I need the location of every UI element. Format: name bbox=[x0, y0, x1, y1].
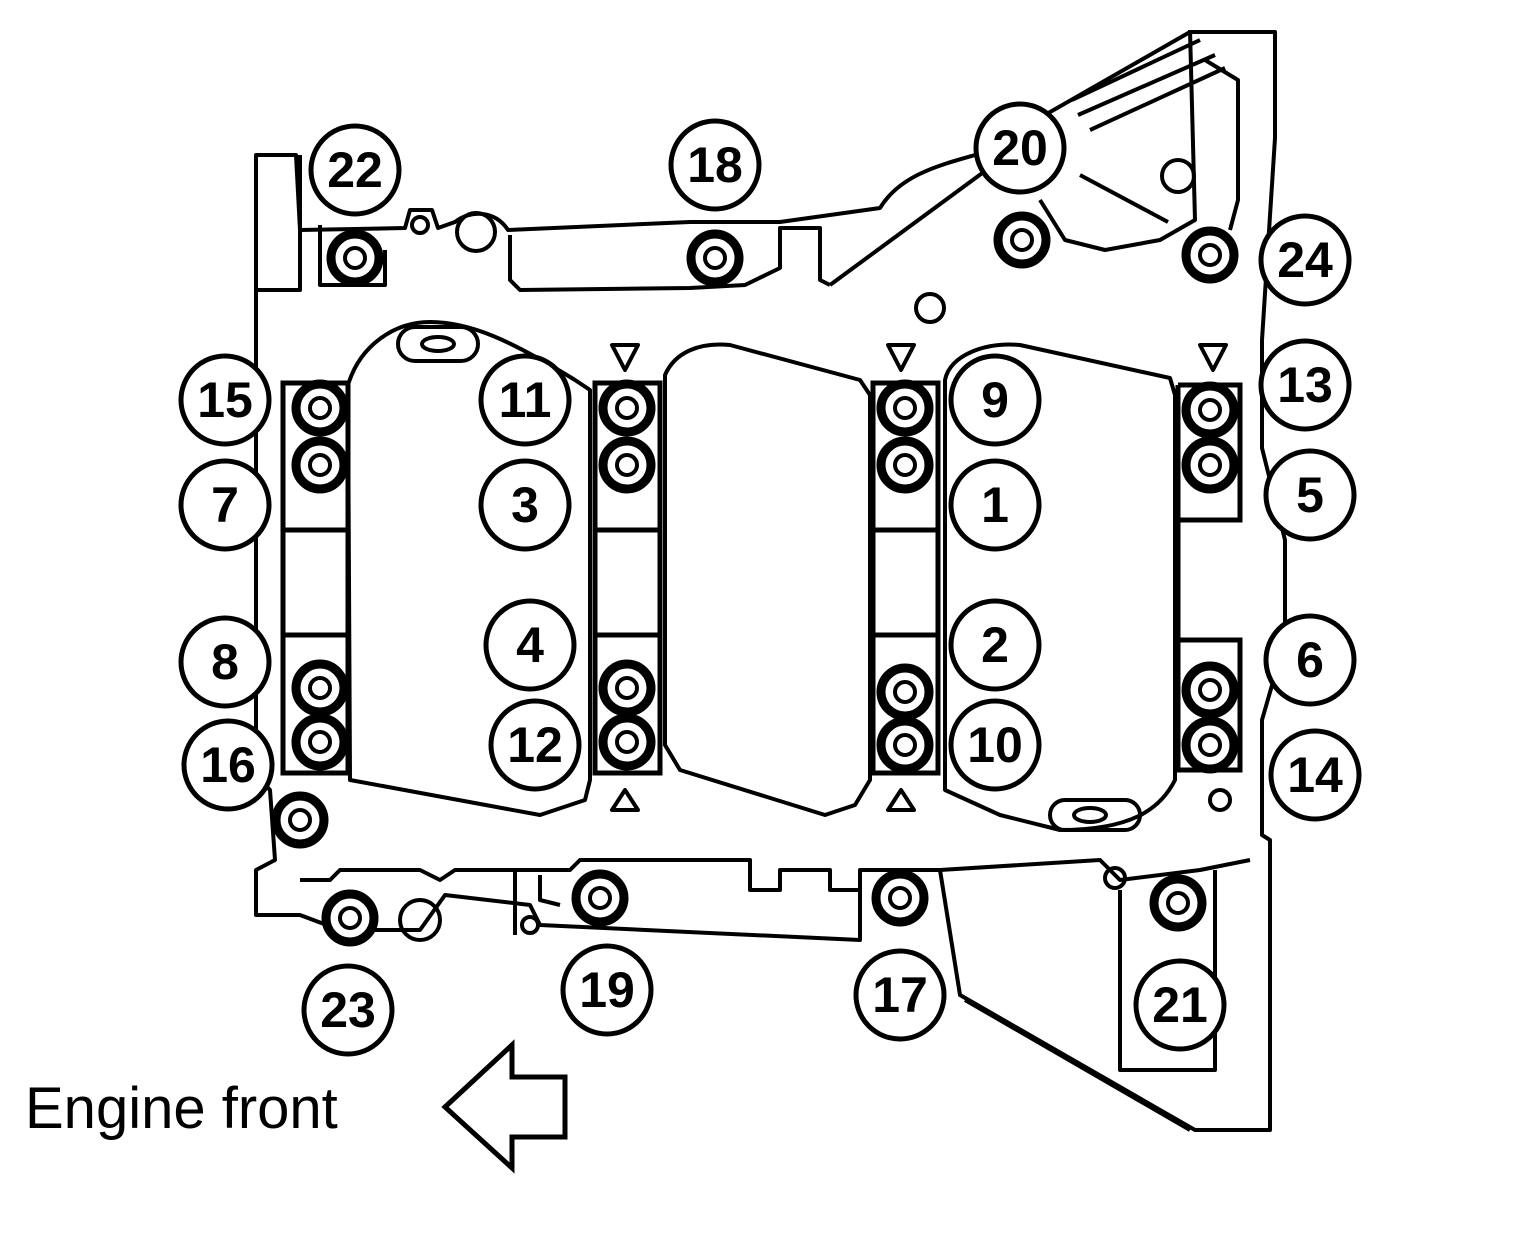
bolt-20 bbox=[1181, 226, 1239, 284]
callout-23: 23 bbox=[301, 963, 395, 1057]
svg-text:13: 13 bbox=[1277, 357, 1333, 413]
lower-rail-3 bbox=[939, 858, 1251, 882]
svg-text:19: 19 bbox=[579, 962, 635, 1018]
right-lower-column bbox=[1118, 870, 1217, 1072]
svg-text:20: 20 bbox=[992, 120, 1048, 176]
callout-22: 22 bbox=[308, 123, 402, 217]
svg-text:3: 3 bbox=[511, 477, 539, 533]
bolt-5 bbox=[598, 379, 656, 437]
svg-text:6: 6 bbox=[1296, 632, 1324, 688]
callout-24: 24 bbox=[1258, 213, 1352, 307]
engine-front-arrow-icon bbox=[441, 1039, 568, 1174]
bolt-3 bbox=[291, 659, 349, 717]
callout-1: 1 bbox=[948, 458, 1042, 552]
callout-4: 4 bbox=[483, 598, 577, 692]
svg-text:22: 22 bbox=[327, 142, 383, 198]
bolt-23 bbox=[321, 889, 379, 947]
callout-11: 11 bbox=[478, 353, 572, 447]
diagonal-rib-2 bbox=[1079, 173, 1169, 224]
bolt-21 bbox=[571, 869, 629, 927]
bearing-caps bbox=[280, 380, 1243, 776]
svg-text:15: 15 bbox=[197, 372, 253, 428]
bolt-11 bbox=[876, 663, 934, 721]
callout-7: 7 bbox=[178, 458, 272, 552]
svg-text:10: 10 bbox=[967, 717, 1023, 773]
callout-14: 14 bbox=[1268, 728, 1362, 822]
callout-10: 10 bbox=[948, 698, 1042, 792]
callout-20: 20 bbox=[973, 101, 1067, 195]
slot-top-left bbox=[396, 325, 480, 363]
callout-15: 15 bbox=[178, 353, 272, 447]
svg-text:11: 11 bbox=[499, 372, 552, 428]
callout-6: 6 bbox=[1263, 613, 1357, 707]
slot-bottom-right bbox=[1048, 798, 1142, 832]
opening-left bbox=[346, 320, 592, 817]
diagonal-rib-1 bbox=[1071, 38, 1226, 132]
bolt-9 bbox=[876, 379, 934, 437]
bolt-15 bbox=[1181, 661, 1239, 719]
svg-text:4: 4 bbox=[516, 617, 544, 673]
bolt-14 bbox=[1181, 436, 1239, 494]
svg-text:9: 9 bbox=[981, 372, 1009, 428]
bolt-13 bbox=[1181, 381, 1239, 439]
callouts: 1 2 3 4 5 6 7 8 9 10 11 12 13 14 15 16 1… bbox=[178, 101, 1362, 1057]
callout-5: 5 bbox=[1263, 448, 1357, 542]
svg-text:5: 5 bbox=[1296, 467, 1324, 523]
svg-text:18: 18 bbox=[687, 137, 743, 193]
callout-21: 21 bbox=[1133, 958, 1227, 1052]
bolt-7 bbox=[598, 659, 656, 717]
svg-text:17: 17 bbox=[872, 967, 928, 1023]
bolt-18 bbox=[686, 229, 744, 287]
bolt-1 bbox=[291, 379, 349, 437]
bolt-12 bbox=[876, 716, 934, 774]
svg-text:8: 8 bbox=[211, 634, 239, 690]
svg-text:16: 16 bbox=[200, 737, 256, 793]
svg-text:7: 7 bbox=[211, 477, 239, 533]
bolt-17 bbox=[326, 229, 384, 287]
small-holes bbox=[398, 158, 1232, 942]
svg-text:14: 14 bbox=[1287, 747, 1343, 803]
housing-outline bbox=[254, 29, 1287, 1132]
engine-front-caption: Engine front bbox=[25, 1076, 338, 1141]
left-column bbox=[254, 155, 302, 292]
svg-text:23: 23 bbox=[320, 982, 376, 1038]
callout-8: 8 bbox=[178, 615, 272, 709]
svg-text:24: 24 bbox=[1277, 232, 1333, 288]
callout-19: 19 bbox=[560, 943, 654, 1037]
right-arm bbox=[1203, 58, 1240, 231]
upper-rail bbox=[318, 225, 831, 292]
opening-middle bbox=[663, 342, 872, 817]
bolt-22 bbox=[871, 869, 929, 927]
callout-9: 9 bbox=[948, 353, 1042, 447]
bolt-8 bbox=[598, 713, 656, 771]
callout-2: 2 bbox=[948, 598, 1042, 692]
bolt-25 bbox=[271, 791, 329, 849]
leader-17 bbox=[963, 998, 1192, 1132]
bolt-2 bbox=[291, 436, 349, 494]
svg-text:2: 2 bbox=[981, 617, 1009, 673]
bolt-4 bbox=[291, 713, 349, 771]
lower-rail-2 bbox=[513, 870, 561, 935]
callout-18: 18 bbox=[668, 118, 762, 212]
slot-top-left-hole bbox=[420, 335, 456, 353]
bolt-10 bbox=[876, 436, 934, 494]
callout-13: 13 bbox=[1258, 338, 1352, 432]
bolt-19 bbox=[993, 211, 1051, 269]
lower-rail bbox=[300, 858, 860, 892]
svg-text:12: 12 bbox=[507, 717, 563, 773]
bolt-6 bbox=[598, 436, 656, 494]
callout-3: 3 bbox=[478, 458, 572, 552]
callout-16: 16 bbox=[181, 718, 275, 812]
bolt-24 bbox=[1149, 874, 1207, 932]
callout-12: 12 bbox=[488, 698, 582, 792]
svg-text:1: 1 bbox=[981, 477, 1009, 533]
slot-bottom-right-hole bbox=[1072, 806, 1108, 824]
crankcase-openings bbox=[346, 320, 1177, 832]
bolts bbox=[271, 211, 1239, 947]
outer-perimeter bbox=[254, 30, 1287, 1132]
callout-17: 17 bbox=[853, 948, 947, 1042]
bolt-16 bbox=[1181, 716, 1239, 774]
svg-text:21: 21 bbox=[1152, 977, 1208, 1033]
